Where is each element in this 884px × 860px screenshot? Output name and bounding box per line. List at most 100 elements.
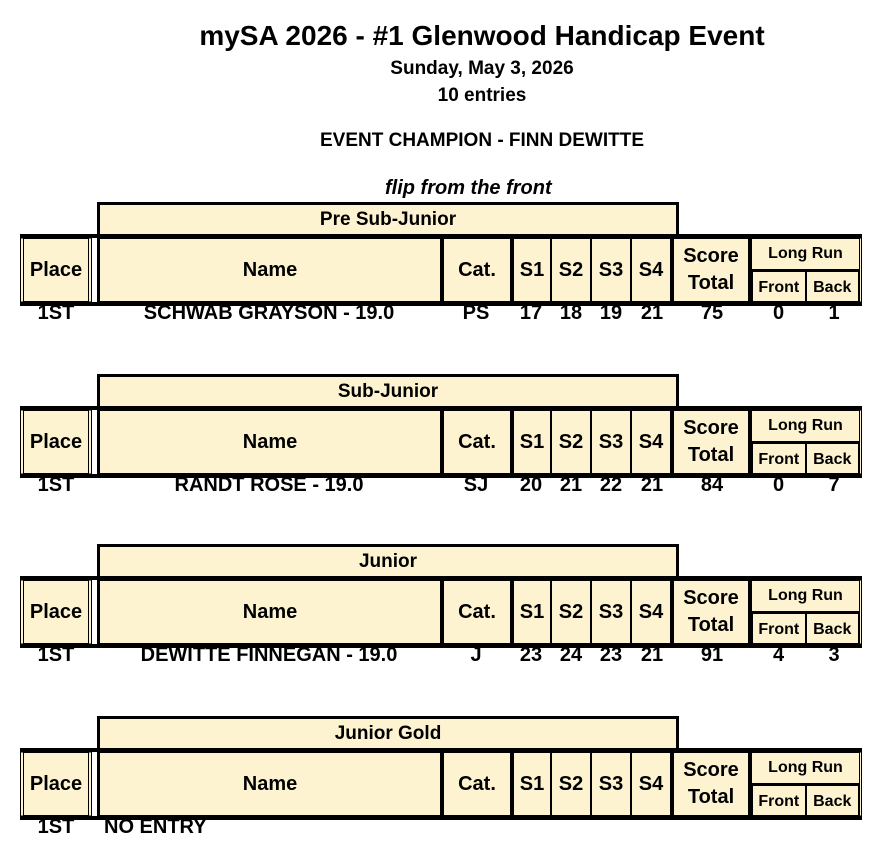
col-s4: S4 [631, 238, 673, 302]
col-place: Place [20, 580, 92, 644]
row-name: SCHWAB GRAYSON - 19.0 [143, 302, 395, 324]
row-s1: 20 [519, 474, 543, 496]
col-front: Front [752, 271, 806, 303]
row-s2: 24 [559, 644, 583, 666]
row-total: 91 [700, 644, 724, 666]
col-s2: S2 [551, 752, 591, 816]
category-title: Pre Sub-Junior [97, 202, 679, 237]
row-s1: 17 [519, 302, 543, 324]
row-total: 84 [700, 474, 724, 496]
table-row: 1ST DEWITTE FINNEGAN - 19.0 J 23 24 23 2… [20, 644, 862, 670]
col-long-run-label: Long Run [752, 581, 859, 613]
row-cat: SJ [463, 474, 489, 496]
col-long-run: Long Run Front Back [751, 238, 862, 303]
col-long-run: Long Run Front Back [751, 752, 862, 817]
page-title: mySA 2026 - #1 Glenwood Handicap Event [199, 20, 765, 51]
col-front: Front [752, 443, 806, 475]
row-s4: 21 [640, 302, 664, 324]
col-name: Name [97, 238, 441, 302]
row-back: 3 [828, 644, 840, 666]
table-row: 1ST NO ENTRY [20, 816, 862, 842]
col-long-run: Long Run Front Back [751, 580, 862, 645]
col-name: Name [97, 580, 441, 644]
row-s3: 19 [599, 302, 623, 324]
col-cat: Cat. [441, 580, 511, 644]
col-back: Back [805, 443, 859, 475]
col-total-label: Total [687, 272, 735, 294]
table-row: 1ST RANDT ROSE - 19.0 SJ 20 21 22 21 84 … [20, 474, 862, 500]
col-back: Back [805, 271, 859, 303]
col-s4: S4 [631, 410, 673, 474]
col-place: Place [20, 752, 92, 816]
col-s3: S3 [591, 238, 631, 302]
col-s1: S1 [511, 752, 551, 816]
col-s3: S3 [591, 410, 631, 474]
col-s3: S3 [591, 752, 631, 816]
row-name: RANDT ROSE - 19.0 [174, 474, 364, 496]
col-long-run: Long Run Front Back [751, 410, 862, 475]
col-cat: Cat. [441, 410, 511, 474]
col-score-label: Score [683, 759, 739, 781]
entry-count: 10 entries [437, 85, 527, 106]
flip-note: flip from the front [385, 177, 552, 199]
row-place: 1ST [37, 816, 75, 838]
row-place: 1ST [37, 302, 75, 324]
header-row: Place Name Cat. S1 S2 S3 S4 Score Total … [20, 406, 862, 478]
col-score-total: Score Total [673, 752, 751, 816]
col-score-label: Score [683, 417, 739, 439]
row-total: 75 [700, 302, 724, 324]
table-row: 1ST SCHWAB GRAYSON - 19.0 PS 17 18 19 21… [20, 302, 862, 328]
col-back: Back [805, 613, 859, 645]
category-title: Junior [97, 544, 679, 579]
col-s2: S2 [551, 410, 591, 474]
col-score-label: Score [683, 245, 739, 267]
col-back: Back [805, 785, 859, 817]
header-row: Place Name Cat. S1 S2 S3 S4 Score Total … [20, 576, 862, 648]
col-total-label: Total [687, 786, 735, 808]
col-place: Place [20, 238, 92, 302]
header-row: Place Name Cat. S1 S2 S3 S4 Score Total … [20, 748, 862, 820]
col-s2: S2 [551, 580, 591, 644]
row-front: 4 [772, 644, 785, 666]
col-long-run-label: Long Run [752, 753, 859, 785]
col-cat: Cat. [441, 238, 511, 302]
row-back: 7 [828, 474, 840, 496]
col-score-label: Score [683, 587, 739, 609]
row-name: NO ENTRY [104, 816, 207, 838]
row-s3: 22 [599, 474, 623, 496]
col-s1: S1 [511, 580, 551, 644]
row-place: 1ST [37, 644, 75, 666]
col-s4: S4 [631, 752, 673, 816]
row-front: 0 [772, 302, 785, 324]
col-front: Front [752, 785, 806, 817]
col-name: Name [97, 752, 441, 816]
row-s1: 23 [519, 644, 543, 666]
row-s4: 21 [640, 474, 664, 496]
category-title: Sub-Junior [97, 374, 679, 409]
row-s2: 18 [559, 302, 583, 324]
col-front: Front [752, 613, 806, 645]
col-total-label: Total [687, 444, 735, 466]
event-champion: EVENT CHAMPION - FINN DEWITTE [319, 130, 645, 151]
col-long-run-label: Long Run [752, 239, 859, 271]
col-s3: S3 [591, 580, 631, 644]
row-front: 0 [772, 474, 785, 496]
header-row: Place Name Cat. S1 S2 S3 S4 Score Total … [20, 234, 862, 306]
row-name: DEWITTE FINNEGAN - 19.0 [140, 644, 398, 666]
col-long-run-label: Long Run [752, 411, 859, 443]
category-title: Junior Gold [97, 716, 679, 751]
row-cat: J [470, 644, 482, 666]
col-name: Name [97, 410, 441, 474]
row-s3: 23 [599, 644, 623, 666]
col-total-label: Total [687, 614, 735, 636]
col-cat: Cat. [441, 752, 511, 816]
col-s1: S1 [511, 410, 551, 474]
col-score-total: Score Total [673, 238, 751, 302]
row-back: 1 [828, 302, 840, 324]
row-s2: 21 [559, 474, 583, 496]
col-score-total: Score Total [673, 580, 751, 644]
event-date: Sunday, May 3, 2026 [390, 58, 574, 79]
row-s4: 21 [640, 644, 664, 666]
row-cat: PS [462, 302, 490, 324]
col-s4: S4 [631, 580, 673, 644]
